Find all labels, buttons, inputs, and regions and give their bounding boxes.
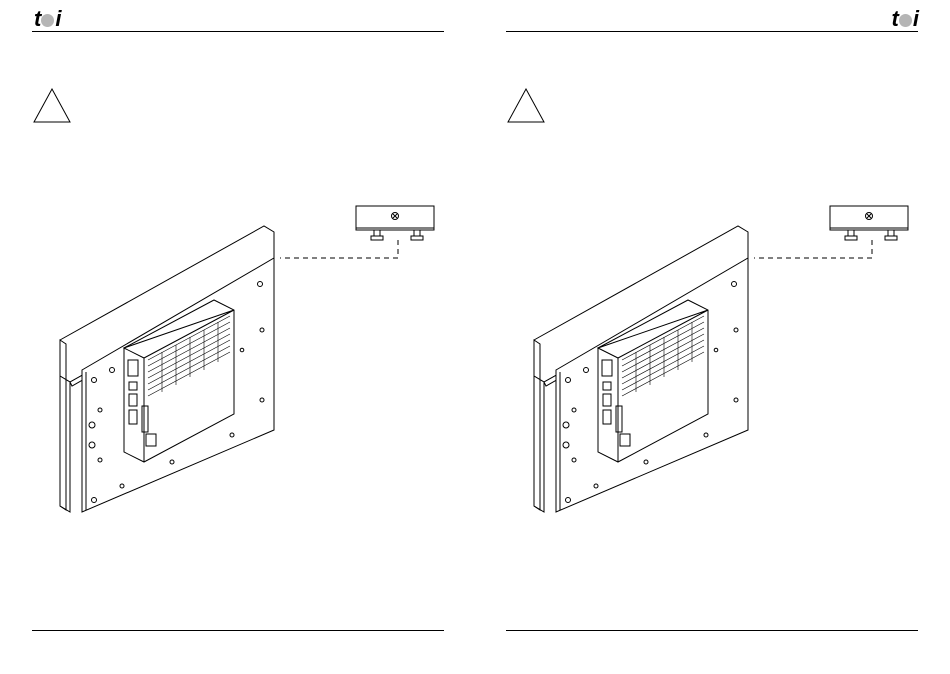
warning-triangle-icon	[506, 88, 546, 124]
header-rule	[32, 31, 444, 32]
footer-rule	[506, 630, 918, 631]
logo-circle-icon	[41, 14, 54, 27]
panel-mount-diagram	[52, 200, 452, 520]
warning-triangle-icon	[32, 88, 72, 124]
header-rule	[506, 31, 918, 32]
panel-mount-diagram	[526, 200, 926, 520]
footer-rule	[32, 630, 444, 631]
logo-circle-icon	[899, 14, 912, 27]
